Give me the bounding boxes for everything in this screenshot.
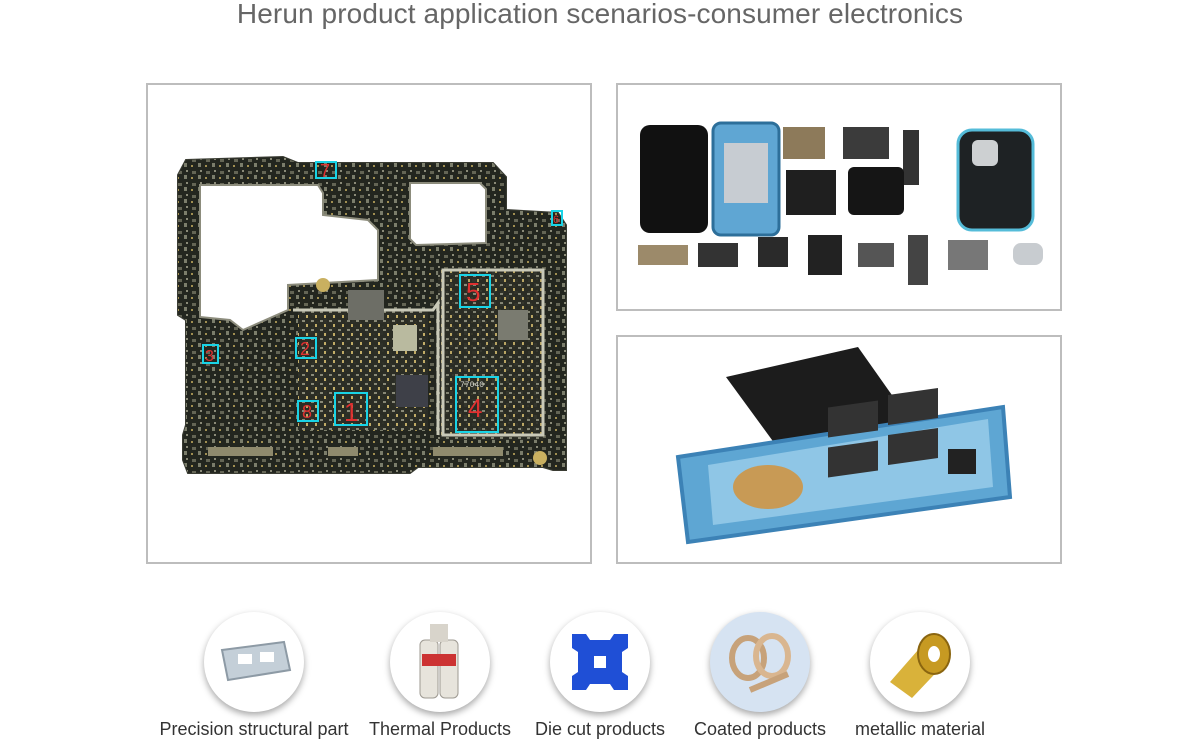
product-label: Die cut products <box>534 719 666 739</box>
product-label: Coated products <box>693 719 827 739</box>
teardown-image-frame <box>616 83 1062 311</box>
motherboard-image-frame: 7 5 2 3 1 8 4 6 77040 <box>146 83 592 564</box>
marker-4: 4 <box>468 393 482 423</box>
phone-teardown-image <box>638 121 1043 285</box>
marker-2: 2 <box>300 339 310 359</box>
structural-part-icon <box>204 612 304 712</box>
marker-5: 5 <box>466 277 480 307</box>
product-die-cut[interactable]: Die cut products <box>500 612 700 739</box>
product-coated[interactable]: Coated products <box>660 612 860 739</box>
motherboard-image: 7 5 2 3 1 8 4 6 77040 <box>177 155 567 474</box>
page-title: Herun product application scenarios-cons… <box>236 0 964 29</box>
product-row: Precision structural part Thermal Produc… <box>0 612 1200 739</box>
marker-6: 6 <box>553 214 559 226</box>
product-label: Thermal Products <box>368 719 512 739</box>
battery-frame-image-frame <box>616 335 1062 564</box>
marker-7: 7 <box>320 161 330 181</box>
product-label: Precision structural part <box>159 719 349 739</box>
product-thermal[interactable]: Thermal Products <box>340 612 540 739</box>
metal-foil-icon <box>870 612 970 712</box>
product-precision-structural-part[interactable]: Precision structural part <box>154 612 354 739</box>
marker-8: 8 <box>302 402 312 422</box>
coated-rolls-icon <box>710 612 810 712</box>
thermal-cartridge-icon <box>390 612 490 712</box>
product-metallic[interactable]: metallic material <box>820 612 1020 739</box>
battery-frame-image <box>675 347 1013 545</box>
product-label: metallic material <box>854 719 986 739</box>
chip-label: 77040 <box>460 381 484 390</box>
die-cut-icon <box>550 612 650 712</box>
marker-3: 3 <box>205 348 214 365</box>
marker-1: 1 <box>344 397 358 427</box>
